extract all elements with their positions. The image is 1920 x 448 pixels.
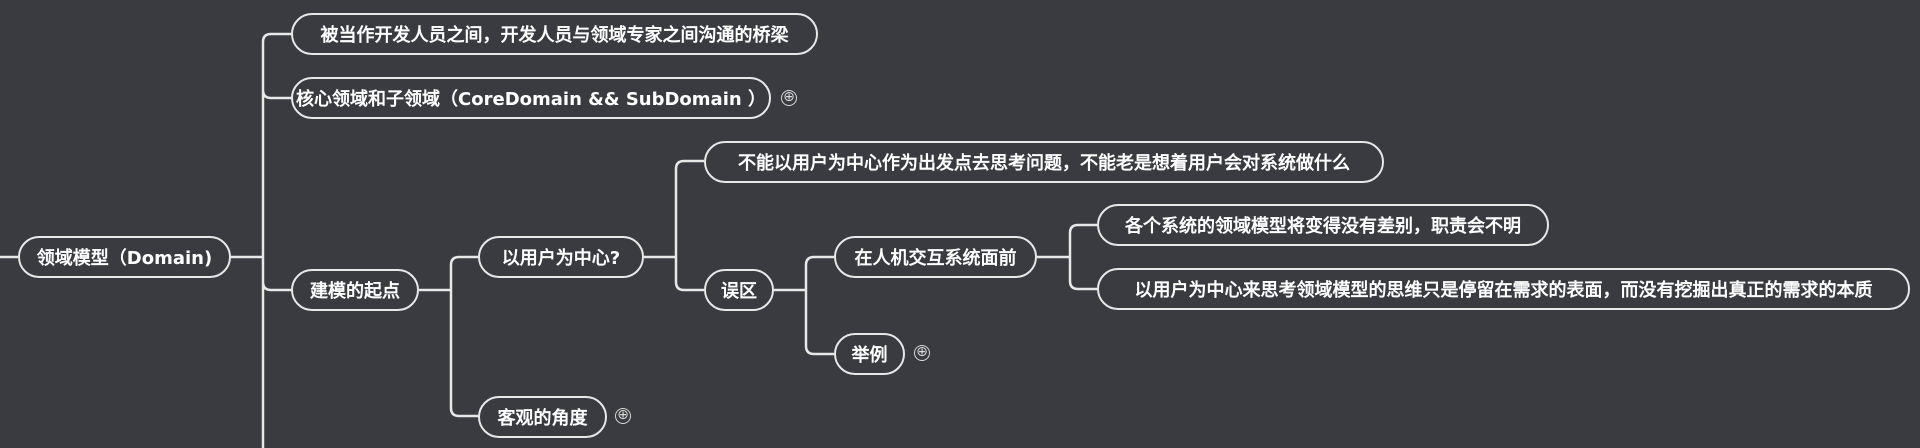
node-cannot[interactable]: 不能以用户为中心作为出发点去思考问题，不能老是想着用户会对系统做什么 [704, 141, 1384, 183]
expand-icon[interactable]: ⊕ [914, 345, 930, 361]
root-node[interactable]: 领域模型（Domain) [18, 236, 231, 278]
connector-hci [1037, 223, 1097, 291]
node-surface[interactable]: 以用户为中心来思考领域模型的思维只是停留在需求的表面，而没有挖掘出真正的需求的本… [1097, 268, 1910, 310]
node-bridge[interactable]: 被当作开发人员之间，开发人员与领域专家之间沟通的桥梁 [291, 13, 818, 55]
node-label: 以用户为中心来思考领域模型的思维只是停留在需求的表面，而没有挖掘出真正的需求的本… [1134, 280, 1873, 301]
node-label: 各个系统的领域模型将变得没有差别，职责会不明 [1125, 216, 1521, 237]
node-example[interactable]: 举例 [834, 333, 905, 375]
node-objective[interactable]: 客观的角度 [478, 396, 607, 438]
node-misconception[interactable]: 误区 [704, 269, 774, 311]
node-label: 建模的起点 [310, 281, 400, 302]
node-start[interactable]: 建模的起点 [291, 269, 419, 311]
connector-user-center [644, 159, 704, 292]
connector-start [419, 255, 478, 418]
node-label: 在人机交互系统面前 [854, 248, 1017, 269]
expand-icon[interactable]: ⊕ [781, 90, 797, 106]
node-label: 误区 [721, 281, 757, 302]
node-label: 核心领域和子领域（CoreDomain && SubDomain ） [296, 89, 766, 110]
node-label: 举例 [851, 345, 888, 366]
root-label: 领域模型（Domain) [36, 248, 213, 269]
connector-trunk [231, 32, 291, 448]
node-core-sub[interactable]: 核心领域和子领域（CoreDomain && SubDomain ） [291, 77, 771, 119]
node-hci[interactable]: 在人机交互系统面前 [834, 236, 1037, 278]
node-user-center[interactable]: 以用户为中心? [478, 236, 644, 278]
expand-icon[interactable]: ⊕ [615, 408, 631, 424]
node-label: 客观的角度 [497, 408, 588, 429]
node-no-diff[interactable]: 各个系统的领域模型将变得没有差别，职责会不明 [1097, 204, 1549, 246]
node-label: 被当作开发人员之间，开发人员与领域专家之间沟通的桥梁 [320, 25, 789, 46]
connector-misconception [774, 255, 834, 356]
node-label: 不能以用户为中心作为出发点去思考问题，不能老是想着用户会对系统做什么 [738, 153, 1350, 174]
node-label: 以用户为中心? [501, 248, 621, 269]
